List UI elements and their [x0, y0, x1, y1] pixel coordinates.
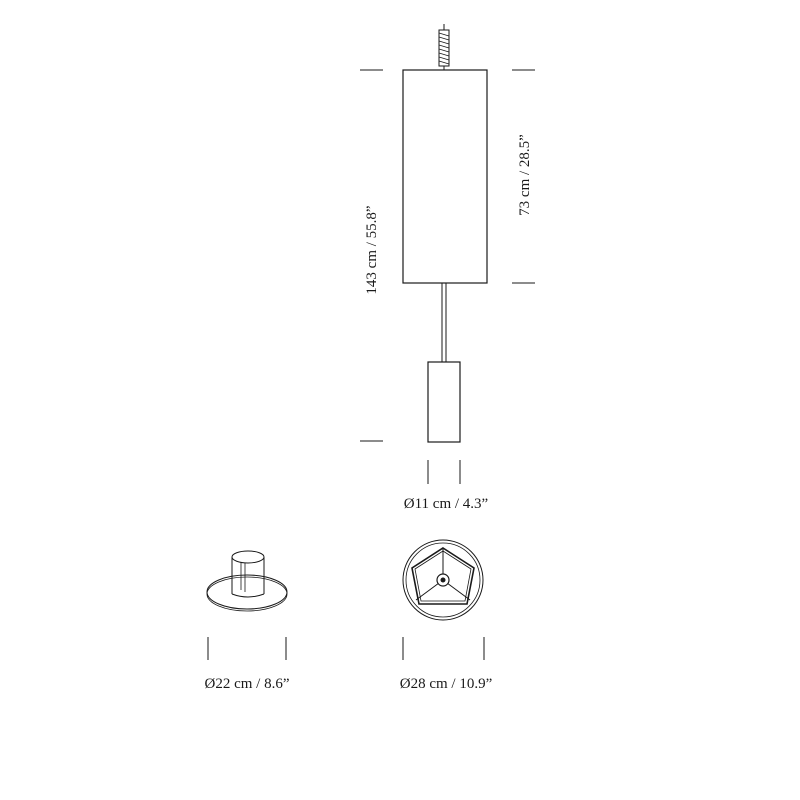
shade-top-view	[402, 539, 484, 621]
lamp-side-view	[402, 24, 488, 443]
cord-connector	[438, 24, 450, 70]
foot-view	[206, 550, 288, 612]
total-height-dimension: 143 cm / 55.8”	[360, 69, 383, 442]
shade-height-dimension: 73 cm / 28.5”	[512, 69, 535, 284]
base-diameter-label: Ø11 cm / 4.3”	[404, 496, 488, 512]
total-height-label: 143 cm / 55.8”	[364, 205, 380, 294]
lamp-stem	[441, 283, 447, 362]
lamp-shade	[402, 69, 488, 284]
shade-height-label: 73 cm / 28.5”	[517, 134, 533, 216]
foot-diameter-label: Ø22 cm / 8.6”	[205, 676, 290, 692]
shade-diameter-label: Ø28 cm / 10.9”	[400, 676, 492, 692]
foot-diameter-dimension: Ø22 cm / 8.6”	[205, 637, 290, 692]
base-diameter-dimension: Ø11 cm / 4.3”	[404, 460, 488, 512]
lamp-base-cylinder	[427, 361, 461, 443]
shade-diameter-dimension: Ø28 cm / 10.9”	[400, 637, 492, 692]
